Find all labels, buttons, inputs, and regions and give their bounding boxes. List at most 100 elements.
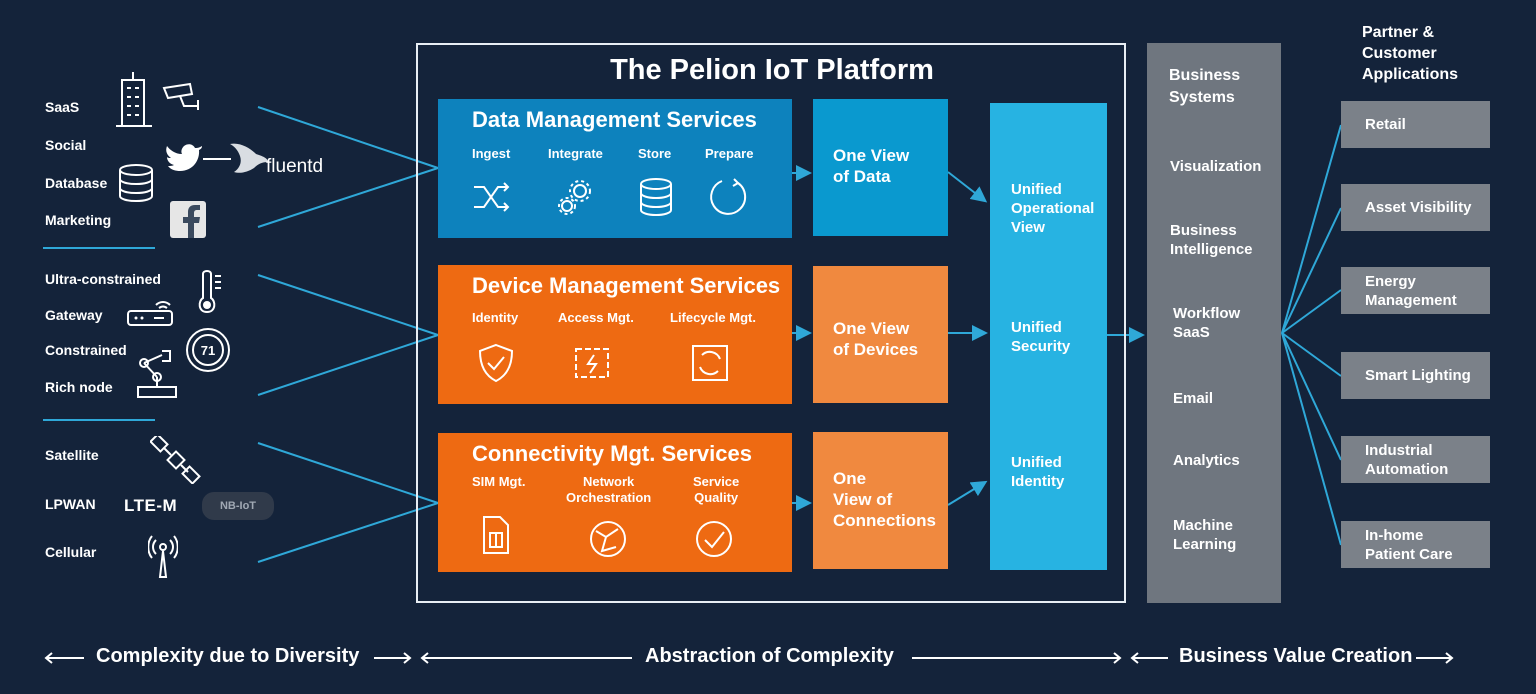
- fan-in-device-top: [257, 274, 439, 336]
- source-marketing: Marketing: [45, 212, 112, 228]
- business-email: Email: [1173, 390, 1214, 407]
- data-item-prepare: Prepare: [705, 146, 754, 161]
- fan-in-data-top: [257, 106, 439, 169]
- conn-item-network: Network Orchestration: [566, 474, 652, 505]
- check-circle-icon: [696, 521, 732, 557]
- fan-in-conn-top: [257, 442, 439, 504]
- source-constrained: Constrained: [45, 342, 127, 358]
- view-devices-box: [813, 266, 948, 403]
- view-connections-box: [813, 432, 948, 569]
- fan-out-3: [1281, 289, 1342, 334]
- source-divider-1: [43, 247, 155, 249]
- data-item-store: Store: [638, 146, 672, 161]
- storage-database-icon: [640, 178, 672, 217]
- data-management-services: Data Management Services Ingest Integrat…: [438, 99, 792, 238]
- refresh-icon: [710, 178, 747, 215]
- source-ultra-constrained: Ultra-constrained: [45, 271, 161, 287]
- footer-business-value: Business Value Creation: [1179, 645, 1413, 667]
- partner-card-smart-lighting: Smart Lighting: [1341, 352, 1490, 399]
- gateway-router-icon: [127, 301, 173, 326]
- access-frame-icon: [575, 348, 609, 378]
- building-icon: [116, 72, 152, 127]
- source-gateway: Gateway: [45, 307, 103, 323]
- database-icon: [119, 164, 153, 203]
- device-management-title: Device Management Services: [472, 273, 781, 298]
- fluentd-connector: [203, 158, 231, 160]
- business-systems-column: [1147, 43, 1281, 603]
- footer-abstraction: Abstraction of Complexity: [645, 645, 894, 667]
- source-satellite: Satellite: [45, 447, 99, 463]
- cell-tower-icon: [148, 535, 178, 578]
- source-cellular: Cellular: [45, 544, 97, 560]
- device-item-access: Access Mgt.: [558, 310, 634, 325]
- data-management-title: Data Management Services: [472, 107, 757, 132]
- fan-out-2: [1281, 207, 1342, 334]
- fan-in-conn-bottom: [257, 502, 439, 563]
- partner-card-retail: Retail: [1341, 101, 1490, 148]
- source-social: Social: [45, 137, 87, 153]
- connectivity-services: Connectivity Mgt. Services SIM Mgt. Netw…: [438, 433, 792, 572]
- fan-out-1: [1281, 124, 1342, 334]
- partner-card-asset-visibility: Asset Visibility: [1341, 184, 1490, 231]
- source-saas: SaaS: [45, 99, 80, 115]
- security-camera-icon: [162, 82, 199, 110]
- fluentd-text: fluentd: [266, 156, 324, 177]
- source-database: Database: [45, 175, 108, 191]
- conn-item-quality: Service Quality: [693, 474, 740, 505]
- lifecycle-icon: [692, 345, 728, 381]
- connectivity-title: Connectivity Mgt. Services: [472, 441, 752, 466]
- conn-item-sim: SIM Mgt.: [472, 474, 526, 489]
- sim-card-icon: [483, 516, 509, 554]
- lte-m-logo: LTE-M: [124, 496, 178, 515]
- business-analytics: Analytics: [1173, 452, 1240, 469]
- shuffle-icon: [474, 182, 510, 212]
- business-visualization: Visualization: [1170, 158, 1262, 175]
- data-item-ingest: Ingest: [472, 146, 511, 161]
- facebook-icon: [170, 201, 206, 238]
- fan-in-data-bottom: [257, 167, 439, 228]
- device-management-services: Device Management Services Identity Acce…: [438, 265, 792, 404]
- robot-arm-icon: [137, 350, 177, 398]
- device-item-lifecycle: Lifecycle Mgt.: [670, 310, 756, 325]
- platform-frame: [416, 43, 1126, 603]
- source-rich-node: Rich node: [45, 379, 113, 395]
- nb-iot-logo: NB-IoT: [202, 492, 274, 520]
- view-data-box: [813, 99, 948, 236]
- arrow-view-unified-3: [947, 480, 988, 506]
- twitter-icon: [166, 144, 202, 171]
- footer-complexity-diversity: Complexity due to Diversity: [96, 645, 360, 667]
- platform-title: The Pelion IoT Platform: [610, 54, 934, 86]
- fan-out-4: [1281, 332, 1342, 377]
- fan-out-6: [1281, 332, 1342, 546]
- thermostat-icon: 71: [186, 328, 230, 372]
- satellite-icon: [150, 436, 201, 484]
- source-lpwan: LPWAN: [45, 496, 96, 512]
- source-divider-2: [43, 419, 155, 421]
- device-item-identity: Identity: [472, 310, 519, 325]
- shield-check-icon: [478, 343, 514, 383]
- data-item-integrate: Integrate: [548, 146, 603, 161]
- thermostat-value: 71: [201, 343, 215, 358]
- fluentd-bird-icon: [230, 143, 268, 173]
- globe-network-icon: [590, 521, 626, 557]
- gears-icon: [558, 180, 591, 215]
- fan-out-5: [1281, 332, 1342, 461]
- arrow-view-unified-1: [947, 171, 988, 203]
- fan-in-device-bottom: [257, 334, 439, 396]
- thermometer-icon: [198, 270, 221, 314]
